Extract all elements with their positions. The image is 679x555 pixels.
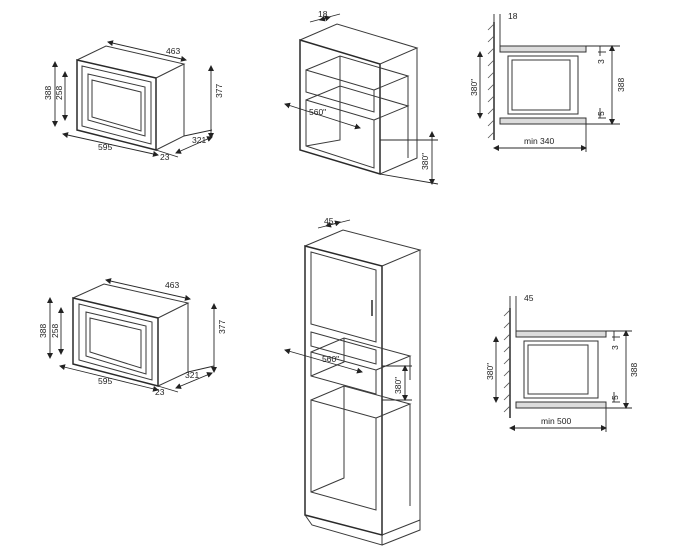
d3-gap-top-label: 3 [596,59,606,64]
d1-width-label: 595 [98,142,112,152]
d1-depth-label: 463 [166,46,180,56]
wall-hatch-bottom [503,309,511,413]
d4-door-label: 23 [155,387,165,397]
d3-depth-label: min 340 [524,136,555,146]
d3-height-label: 380" [469,79,479,96]
d6-height-full-label: 388 [629,363,639,377]
d1-height-inner-label: 258 [54,86,64,100]
tall-cabinet-diagram: 45 560" 380" [284,216,422,546]
d5-height-label: 380" [393,377,403,394]
section-diagram-bottom: 45 380" 3 5 388 min 500 [485,293,639,432]
d4-height-outer-label: 388 [38,324,48,338]
d3-height-full-label: 388 [616,78,626,92]
d1-door-label: 23 [160,152,170,162]
wall-hatch-top [487,23,495,139]
d1-height-body-label: 377 [214,84,224,98]
d4-depth-label: 463 [165,280,179,290]
d2-width-label: 560" [309,107,326,117]
d1-depth-body-label: 321 [192,135,206,145]
d5-width-label: 560" [322,354,339,364]
d1-height-outer-label: 388 [43,86,53,100]
section-diagram-top: 18 380" 3 5 388 min 340 [469,11,626,152]
d3-gap-bottom-label: 5 [596,111,606,116]
d6-top-label: 45 [524,293,534,303]
d6-height-label: 380" [485,363,495,380]
d3-top-label: 18 [508,11,518,21]
d2-top-label: 18 [318,9,328,19]
d4-height-body-label: 377 [217,320,227,334]
d4-depth-body-label: 321 [185,370,199,380]
d6-gap-top-label: 3 [610,345,620,350]
d4-height-inner-label: 258 [50,324,60,338]
d5-top-label: 45 [324,216,334,226]
d6-depth-label: min 500 [541,416,572,426]
microwave-diagram-top: 463 388 258 377 595 321 23 [43,40,224,162]
d2-height-label: 380" [420,153,430,170]
d6-gap-bottom-label: 5 [610,395,620,400]
d4-width-label: 595 [98,376,112,386]
cabinet-diagram-top: 18 560" 380" [284,9,439,185]
microwave-diagram-bottom: 463 388 258 377 595 321 23 [38,278,227,397]
